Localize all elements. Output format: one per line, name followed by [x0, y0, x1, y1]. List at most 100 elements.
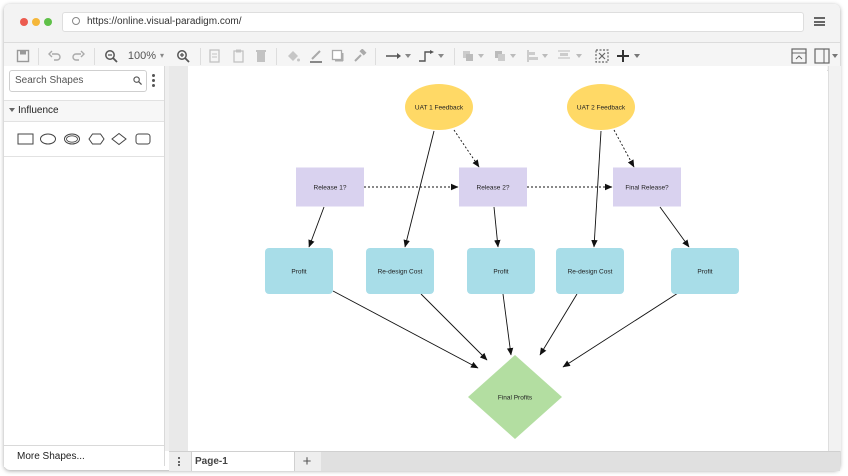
connector[interactable]	[539, 293, 578, 356]
connector-style-icon[interactable]	[385, 50, 411, 62]
node-label: Release 1?	[314, 185, 347, 192]
zoom-out-icon[interactable]	[104, 49, 118, 63]
dashed-connector[interactable]	[613, 129, 635, 168]
connector[interactable]	[493, 206, 501, 248]
horizontal-scrollbar[interactable]	[321, 452, 840, 471]
rounded-rectangle-shape-icon[interactable]	[135, 133, 151, 145]
hexagon-shape-icon[interactable]	[88, 133, 105, 145]
fit-to-screen-icon[interactable]	[595, 49, 609, 63]
fill-color-icon[interactable]	[286, 49, 300, 63]
node-value[interactable]: Profit	[467, 248, 535, 294]
toolbar-divider	[454, 48, 455, 65]
page-tabs-bar: Page-1 +	[169, 451, 840, 471]
connector[interactable]	[502, 293, 514, 356]
decision-shape[interactable]	[459, 167, 527, 207]
sidebar-options-icon[interactable]	[152, 74, 155, 89]
decision-shape[interactable]	[613, 167, 681, 207]
connector[interactable]	[562, 292, 679, 368]
insert-icon[interactable]	[616, 48, 642, 64]
pages-menu-icon[interactable]	[178, 457, 181, 468]
arrange-front-icon[interactable]	[462, 50, 486, 62]
value-shape[interactable]	[671, 248, 739, 294]
collapse-arrow-icon	[9, 108, 15, 112]
toolbar-divider	[200, 48, 201, 65]
address-bar[interactable]: https://online.visual-paradigm.com/	[62, 12, 804, 32]
paste-icon[interactable]	[233, 49, 245, 63]
uncertainty-shape[interactable]	[567, 84, 635, 130]
node-decision[interactable]: Release 1?	[296, 167, 364, 207]
minimize-window-icon[interactable]	[32, 18, 40, 26]
node-label: Final Release?	[625, 185, 669, 192]
node-value[interactable]: Re-design Cost	[366, 248, 434, 294]
uncertainty-shape[interactable]	[405, 84, 473, 130]
zoom-in-icon[interactable]	[176, 49, 190, 63]
tab-page-1[interactable]: Page-1	[191, 452, 295, 471]
value-shape[interactable]	[556, 248, 624, 294]
connector[interactable]	[591, 130, 602, 248]
copy-icon[interactable]	[209, 49, 221, 63]
redo-icon[interactable]	[71, 49, 85, 63]
close-window-icon[interactable]	[20, 18, 28, 26]
node-value[interactable]: Profit	[671, 248, 739, 294]
toolbar-divider	[375, 48, 376, 65]
save-icon[interactable]	[16, 49, 30, 63]
connector[interactable]	[659, 206, 690, 248]
maximize-window-icon[interactable]	[44, 18, 52, 26]
value-shape[interactable]	[467, 248, 535, 294]
browser-menu-icon[interactable]	[814, 17, 825, 26]
toolbar-divider	[276, 48, 277, 65]
shadow-icon[interactable]	[331, 49, 345, 63]
value-shape[interactable]	[366, 248, 434, 294]
delete-icon[interactable]	[255, 49, 267, 63]
undo-icon[interactable]	[48, 49, 62, 63]
connector[interactable]	[403, 130, 435, 248]
section-influence[interactable]: Influence	[4, 100, 164, 122]
dashed-connector[interactable]	[453, 129, 480, 168]
node-label: Re-design Cost	[568, 269, 613, 276]
ellipse-shape-icon[interactable]	[40, 133, 56, 145]
node-label: Profit	[697, 269, 712, 276]
connector[interactable]	[332, 290, 479, 369]
zoom-level[interactable]: 100%	[127, 50, 157, 62]
align-icon[interactable]	[526, 50, 550, 62]
panels-toggle-icon[interactable]	[814, 48, 838, 64]
double-ellipse-inner	[66, 135, 78, 143]
node-decision[interactable]: Release 2?	[459, 167, 527, 207]
node-label: Final Profits	[498, 395, 533, 402]
connector[interactable]	[420, 293, 488, 361]
search-icon[interactable]	[133, 76, 142, 85]
node-uncertainty[interactable]: UAT 2 Feedback	[567, 84, 635, 130]
more-shapes-button[interactable]: More Shapes...	[4, 445, 164, 467]
distribute-icon[interactable]	[558, 50, 584, 62]
value-shape[interactable]	[265, 248, 333, 294]
shape-palette	[4, 122, 164, 157]
node-label: Release 2?	[477, 185, 510, 192]
zoom-dropdown-icon[interactable]: ▾	[159, 51, 164, 60]
node-value[interactable]: Profit	[265, 248, 333, 294]
node-uncertainty[interactable]: UAT 1 Feedback	[405, 84, 473, 130]
vertical-scrollbar[interactable]	[828, 66, 841, 451]
decision-shape[interactable]	[296, 167, 364, 207]
waypoint-style-icon[interactable]	[418, 50, 446, 62]
more-shapes-label: More Shapes...	[17, 451, 85, 462]
objective-shape[interactable]	[468, 355, 562, 439]
format-painter-icon[interactable]	[353, 49, 367, 63]
node-value[interactable]: Re-design Cost	[556, 248, 624, 294]
format-panel-icon[interactable]	[791, 48, 807, 64]
add-page-button[interactable]: +	[302, 453, 312, 470]
node-label: Profit	[493, 269, 508, 276]
sidebar-splitter[interactable]	[165, 66, 169, 451]
rectangle-shape-icon[interactable]	[17, 133, 34, 145]
node-decision[interactable]: Final Release?	[613, 167, 681, 207]
search-shapes-field[interactable]: Search Shapes	[9, 70, 147, 92]
section-title: Influence	[18, 105, 59, 116]
diamond-shape-icon[interactable]	[111, 132, 127, 146]
node-objective[interactable]: Final Profits	[468, 355, 562, 439]
shapes-sidebar: Search Shapes Influence More Shapes...	[4, 66, 165, 467]
arrange-back-icon[interactable]	[494, 50, 518, 62]
line-color-icon[interactable]	[309, 49, 323, 63]
connector[interactable]	[308, 206, 325, 248]
